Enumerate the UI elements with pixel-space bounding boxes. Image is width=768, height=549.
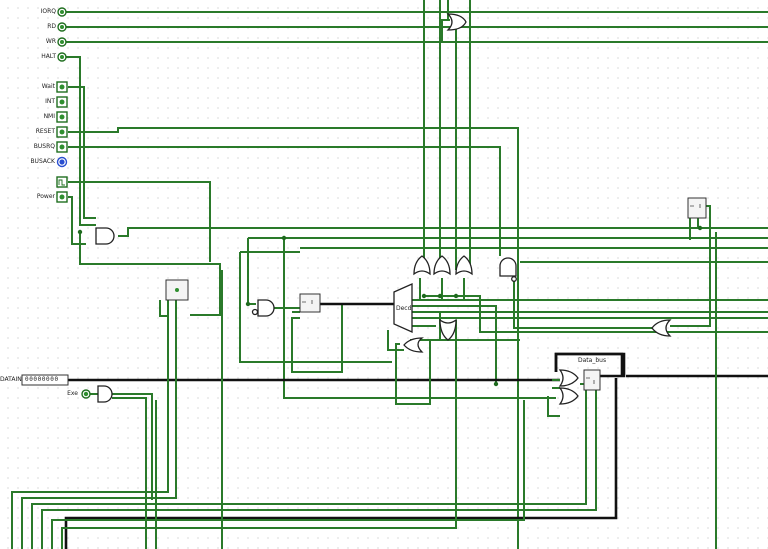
or-gate xyxy=(558,387,579,405)
wire-data-bus-in xyxy=(547,379,560,417)
flip-flop xyxy=(583,369,601,391)
wire-ff2-down xyxy=(11,290,177,549)
junction xyxy=(421,293,427,299)
or-gate xyxy=(446,13,467,31)
wire-bottom-3 xyxy=(51,400,525,549)
wire-halt xyxy=(66,56,96,226)
wire-decd-o3 xyxy=(410,311,768,340)
or-gate xyxy=(558,369,579,387)
ff-mark xyxy=(302,300,313,304)
junction xyxy=(493,381,499,387)
or-gate xyxy=(651,319,672,337)
flip-flop xyxy=(687,197,707,219)
power-pin xyxy=(56,191,68,203)
ff-mark xyxy=(690,204,701,208)
wire-and1-out xyxy=(118,227,768,237)
wire-wr xyxy=(66,19,768,43)
wire-exe-out xyxy=(112,393,153,549)
wire-and1-back xyxy=(79,232,221,316)
clock-pin xyxy=(56,176,68,188)
ff-mark xyxy=(586,377,595,384)
junction xyxy=(281,235,287,241)
and-gate xyxy=(499,257,517,277)
wire-bottom-1 xyxy=(31,390,587,549)
wire-bottom-2 xyxy=(41,390,597,549)
input-pins xyxy=(56,81,68,168)
wire-ff1-loop xyxy=(283,238,556,399)
or-gate xyxy=(439,318,457,341)
bus-data-down xyxy=(64,378,618,549)
wire-and3-out xyxy=(513,276,654,329)
and-gate xyxy=(257,299,275,317)
junction xyxy=(453,293,459,299)
wire-ff2-in xyxy=(159,300,168,317)
or-gate xyxy=(403,337,424,353)
wire-mid-h2 xyxy=(240,247,768,253)
wire-busrq xyxy=(68,146,501,256)
junction xyxy=(697,225,703,231)
wire-or4-out xyxy=(395,340,431,405)
data-bus-outline xyxy=(554,352,624,376)
decoder-block xyxy=(393,282,413,334)
wire-wait xyxy=(68,86,96,219)
wire-reset xyxy=(68,127,519,549)
inverter-bubble xyxy=(511,276,517,282)
inverter-bubble xyxy=(251,308,259,316)
flip-flop xyxy=(299,293,321,313)
control-pins xyxy=(57,7,67,62)
wire-bottom-4 xyxy=(61,320,457,549)
wire-clock xyxy=(68,181,211,262)
or-gate xyxy=(413,255,431,276)
state-dot xyxy=(175,288,179,292)
and-gate xyxy=(95,227,115,245)
junction xyxy=(245,301,251,307)
wire-decd-sel xyxy=(387,330,404,351)
or-gate xyxy=(455,255,473,276)
wire-rd xyxy=(66,0,768,28)
wire-iorq xyxy=(66,0,768,13)
wire-decd-o2 xyxy=(410,305,497,384)
datain-box xyxy=(21,374,69,386)
or-gate xyxy=(433,255,451,276)
and-gate xyxy=(97,385,113,403)
exe-pin xyxy=(81,389,91,399)
junction xyxy=(77,229,83,235)
wire-or-stack2 xyxy=(424,295,768,333)
junction xyxy=(437,293,443,299)
